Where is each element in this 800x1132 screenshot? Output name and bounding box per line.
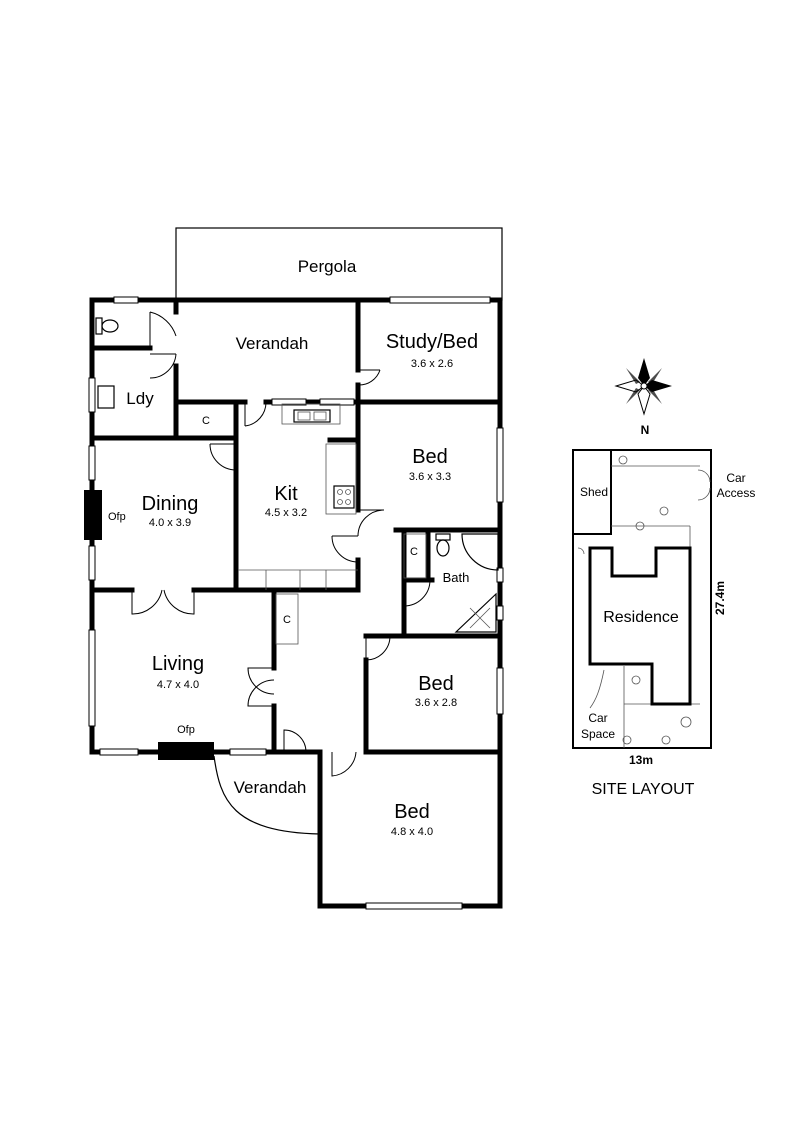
bed1-size: 3.6 x 3.3 xyxy=(409,471,451,483)
sink-icon xyxy=(293,409,331,423)
site-layout-title: SITE LAYOUT xyxy=(592,781,695,798)
living-size: 4.7 x 4.0 xyxy=(157,679,199,691)
verandah-top-label: Verandah xyxy=(236,334,309,353)
cupboard-label-1: C xyxy=(202,415,210,427)
shower-icon xyxy=(454,592,497,633)
compass-icon xyxy=(614,358,672,416)
bed2-label: Bed xyxy=(418,673,454,695)
kitchen-bench-side xyxy=(325,443,357,515)
dining-size: 4.0 x 3.9 xyxy=(149,517,191,529)
toilet-icon xyxy=(95,317,119,335)
site-car-space-label-2: Space xyxy=(581,727,615,741)
living-label: Living xyxy=(152,653,204,675)
cupboard-outline xyxy=(403,533,427,579)
vanity-icon xyxy=(461,533,499,571)
kit-label: Kit xyxy=(274,483,298,505)
ofp-living-label: Ofp xyxy=(177,724,195,736)
site-boundary xyxy=(572,449,712,749)
cupboard-label-2: C xyxy=(410,546,418,558)
hall-cupboard-outline xyxy=(275,593,299,645)
bed3-label: Bed xyxy=(394,801,430,823)
windows xyxy=(88,296,504,910)
bed2-size: 3.6 x 2.8 xyxy=(415,697,457,709)
dining-label: Dining xyxy=(142,493,199,515)
residence-outline xyxy=(588,546,692,706)
pergola-label: Pergola xyxy=(298,257,357,276)
study-label: Study/Bed xyxy=(386,331,478,353)
fireplace-living xyxy=(158,742,214,760)
doors xyxy=(131,311,431,777)
kit-size: 4.5 x 3.2 xyxy=(265,507,307,519)
fireplace-dining xyxy=(84,490,102,540)
bath-toilet-icon xyxy=(435,533,451,557)
cupboard-label-3: C xyxy=(283,614,291,626)
bath-label: Bath xyxy=(443,570,470,585)
kitchen-bench xyxy=(281,403,341,425)
site-car-access-label-2: Access xyxy=(717,486,756,500)
laundry-tub-icon xyxy=(97,385,115,409)
site-width-label: 13m xyxy=(629,753,653,767)
ldy-label: Ldy xyxy=(126,389,154,408)
shed-outline xyxy=(572,449,612,535)
bed3-size: 4.8 x 4.0 xyxy=(391,826,433,838)
site-depth-label: 27.4m xyxy=(713,581,727,615)
site-shed-label: Shed xyxy=(580,485,608,499)
front-verandah-outline xyxy=(213,755,321,835)
bed1-label: Bed xyxy=(412,446,448,468)
cooktop-icon xyxy=(333,485,355,509)
study-size: 3.6 x 2.6 xyxy=(411,358,453,370)
ofp-dining-label: Ofp xyxy=(108,511,126,523)
verandah-front-label: Verandah xyxy=(234,778,307,797)
site-layout xyxy=(572,449,712,749)
site-car-access-label-1: Car xyxy=(726,471,745,485)
kitchen-cabinets xyxy=(238,569,358,590)
compass-north-label: N xyxy=(641,423,650,437)
site-car-space-label-1: Car xyxy=(588,711,607,725)
site-residence-label: Residence xyxy=(603,609,679,626)
